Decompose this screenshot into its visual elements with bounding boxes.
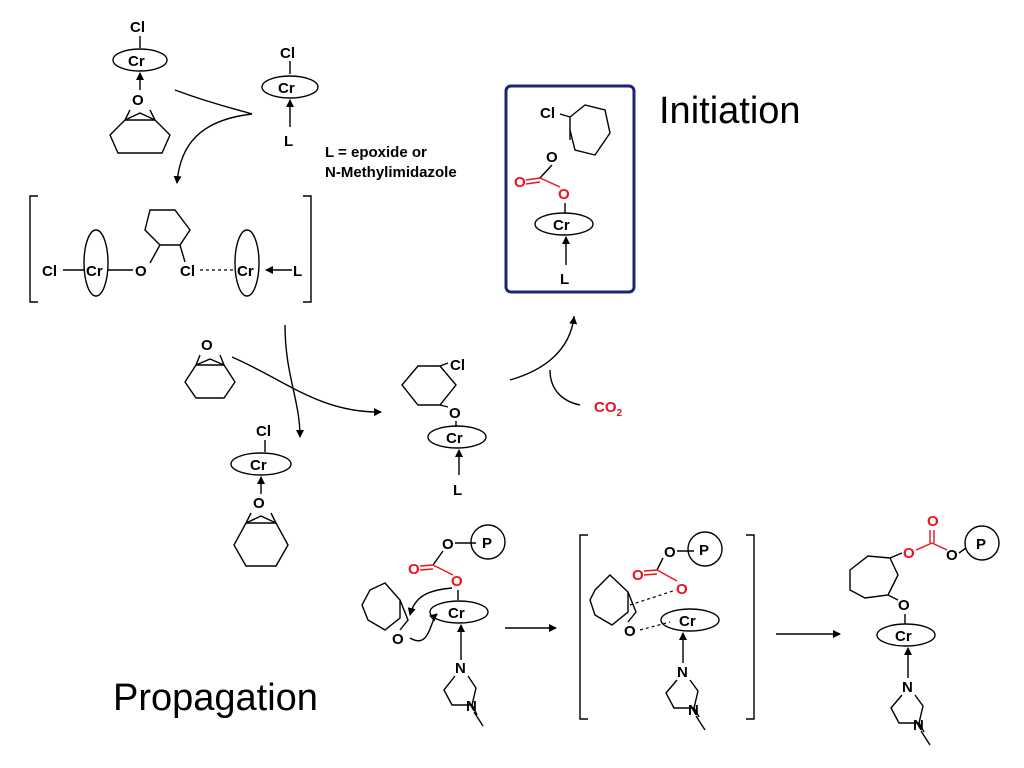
- cr-atom: Cr: [553, 217, 570, 234]
- cr-atom: Cr: [446, 430, 463, 447]
- imidazole-nitrogen: N: [677, 664, 688, 681]
- porphyrin-ring: [112, 48, 168, 72]
- cr-atom: Cr: [679, 613, 696, 630]
- carbonate-oxygen: O: [558, 186, 570, 203]
- ester-oxygen: O: [903, 545, 915, 562]
- reaction-arrow-3: [231, 356, 382, 417]
- bracket-left: [29, 195, 38, 303]
- polymer-label: P: [699, 542, 709, 559]
- epoxide-oxygen: O: [392, 631, 404, 648]
- propagation-transition-state: O P O O Cr N N O: [579, 531, 755, 731]
- cr-atom: Cr: [448, 605, 465, 622]
- co2-insertion-arrow: [509, 316, 578, 381]
- propagation-reactant: O P O O Cr N N O: [361, 524, 506, 727]
- ester-oxygen: O: [546, 149, 558, 166]
- alkoxide-oxygen: O: [676, 581, 688, 598]
- imidazole-nitrogen: N: [902, 679, 913, 696]
- bracket-right: [746, 534, 755, 720]
- co2-approach-curve: [549, 369, 581, 406]
- ligand-note-line2: N-Methylimidazole: [325, 164, 457, 181]
- carbonate-oxygen: O: [664, 544, 676, 561]
- porphyrin-ring: [234, 229, 260, 297]
- cr-atom: Cr: [278, 80, 295, 97]
- carbonate-oxygen: O: [946, 547, 958, 564]
- crcl-epoxide-complex-2: Cl Cr O: [230, 423, 292, 567]
- cl-atom: Cl: [42, 263, 57, 280]
- epoxide-oxygen: O: [253, 495, 265, 512]
- carbonyl-oxygen: O: [927, 513, 939, 530]
- alkoxide-oxygen: O: [449, 405, 461, 422]
- cr-atom: Cr: [250, 457, 267, 474]
- chromium-alkoxide: Cl O Cr L: [401, 357, 487, 499]
- alkoxide-oxygen: O: [451, 573, 463, 590]
- epoxide-oxygen: O: [201, 337, 213, 354]
- ligand-l: L: [560, 271, 569, 288]
- polymer-label: P: [482, 535, 492, 552]
- cl-atom: Cl: [256, 423, 271, 440]
- cl-atom: Cl: [180, 263, 195, 280]
- polymer-chain-circle: [687, 531, 723, 567]
- co2-label: CO2: [594, 399, 623, 419]
- cl-atom: Cl: [130, 19, 145, 36]
- initiation-product-box: Cl O O O Cr L: [504, 84, 636, 294]
- reaction-arrow-2: [284, 324, 304, 438]
- methyl-nitrogen: N: [466, 698, 477, 715]
- nucleophilic-attack-arrow: [409, 613, 438, 642]
- porphyrin-ring: [230, 452, 292, 476]
- carbonyl-oxygen: O: [408, 561, 420, 578]
- methyl-nitrogen: N: [688, 702, 699, 719]
- porphyrin-ring: [429, 600, 489, 624]
- cl-atom: Cl: [450, 357, 465, 374]
- ligand-note-line1: L = epoxide or: [325, 144, 427, 161]
- highlight-box: [504, 84, 636, 294]
- electron-flow-arrow: [407, 587, 453, 616]
- bracket-left: [579, 534, 588, 720]
- porphyrin-ring: [83, 229, 109, 297]
- imidazole-nitrogen: N: [455, 660, 466, 677]
- cyclohexene-oxide: O: [184, 337, 236, 399]
- alkoxide-oxygen: O: [135, 263, 147, 280]
- crcl-ligand-complex: Cl Cr L: [261, 45, 319, 150]
- epoxide-oxygen: O: [624, 623, 636, 640]
- propagation-title: Propagation: [113, 677, 318, 719]
- polymer-chain-circle: [964, 525, 1000, 561]
- carbonate-oxygen: O: [442, 536, 454, 553]
- ligand-l: L: [293, 263, 302, 280]
- porphyrin-ring: [534, 212, 594, 236]
- polymer-label: P: [976, 536, 986, 553]
- ligand-l: L: [453, 482, 462, 499]
- ligand-l: L: [284, 133, 293, 150]
- cr-atom: Cr: [895, 628, 912, 645]
- crcl-epoxide-complex-1: Cl Cr O: [109, 19, 171, 154]
- bracket-right: [303, 195, 312, 303]
- cr-atom: Cr: [237, 263, 254, 280]
- cr-atom: Cr: [128, 53, 145, 70]
- porphyrin-ring: [427, 425, 487, 449]
- approach-curve: [174, 89, 253, 115]
- carbonyl-oxygen: O: [514, 174, 526, 191]
- porphyrin-ring: [876, 623, 936, 647]
- porphyrin-ring: [660, 608, 720, 632]
- cr-atom: Cr: [86, 263, 103, 280]
- cl-atom: Cl: [540, 105, 555, 122]
- bimetallic-intermediate: Cl Cr O Cl Cr L: [29, 195, 312, 303]
- carbonyl-oxygen: O: [632, 567, 644, 584]
- alkoxide-oxygen: O: [898, 597, 910, 614]
- polymer-chain-circle: [470, 524, 506, 560]
- propagation-product: O O O P O Cr N N: [849, 513, 1000, 746]
- reaction-arrow-1: [173, 113, 253, 184]
- epoxide-oxygen: O: [132, 92, 144, 109]
- cl-atom: Cl: [280, 45, 295, 62]
- methyl-nitrogen: N: [913, 717, 924, 734]
- porphyrin-ring: [261, 75, 319, 99]
- initiation-title: Initiation: [659, 90, 801, 132]
